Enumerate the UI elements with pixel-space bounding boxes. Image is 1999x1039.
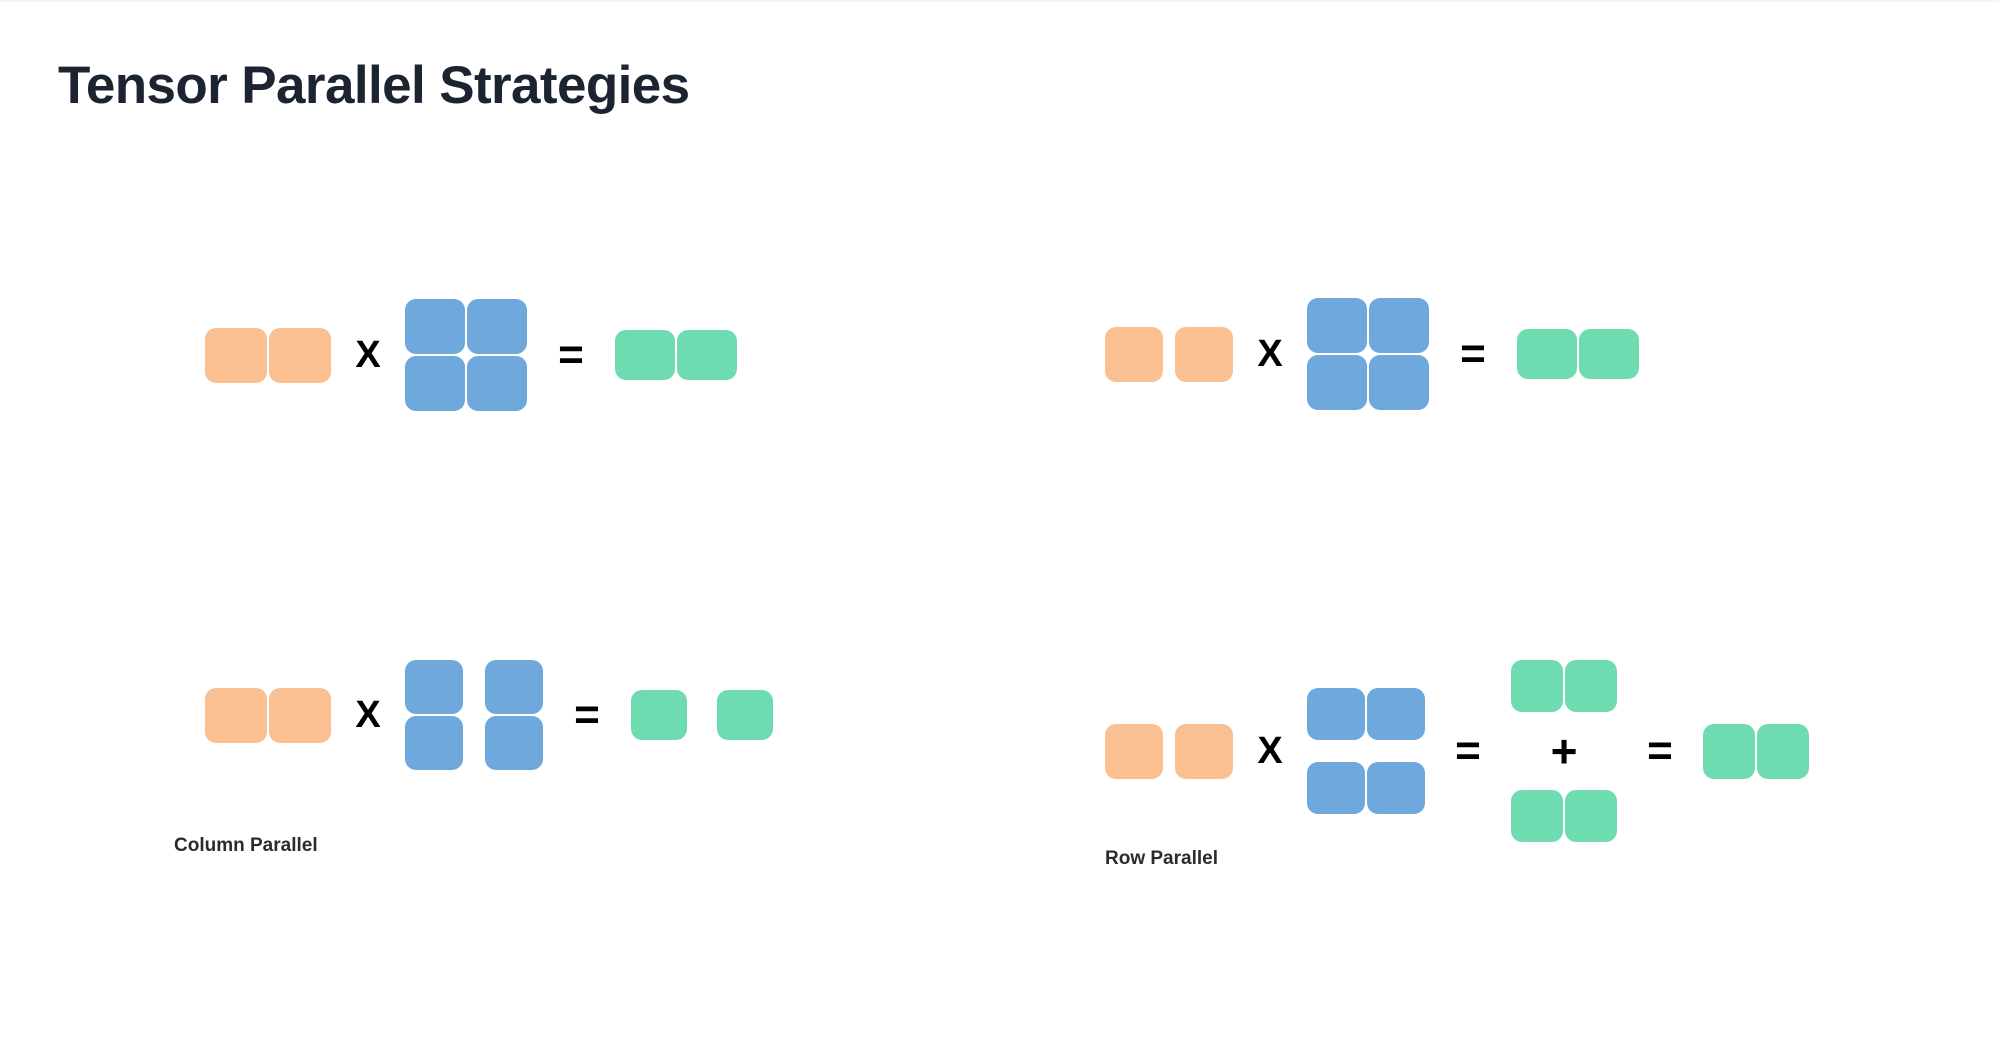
weight-cell (1307, 298, 1367, 353)
input-matrix-orange (205, 687, 331, 743)
weight-cell (1307, 355, 1367, 410)
equals-operator-final: = (1647, 726, 1673, 775)
weight-matrix-blue-row-split (1307, 688, 1425, 814)
multiply-operator: X (355, 334, 381, 376)
matrix-row (631, 690, 773, 740)
input-matrix-orange (205, 327, 331, 383)
equals-operator: = (1455, 726, 1481, 775)
output-cell (1517, 329, 1577, 379)
weight-cell (1367, 688, 1425, 740)
matrix-row (1307, 355, 1429, 410)
matrix-row (405, 716, 543, 770)
input-cell (269, 327, 331, 383)
input-cell-shard-0 (1105, 723, 1163, 779)
matrix-row (1105, 326, 1233, 382)
top-edge-divider (0, 0, 1999, 2)
partial-output-cell (1565, 790, 1617, 842)
partial-output-cell (1565, 660, 1617, 712)
matrix-row (1703, 723, 1809, 779)
weight-matrix-blue (405, 299, 527, 411)
input-cell-shard-1 (1175, 723, 1233, 779)
equals-operator: = (558, 330, 584, 379)
partial-output-matrix-1 (1511, 790, 1617, 842)
diagram-row-parallel-sharded: X = + = (1105, 660, 1809, 842)
multiply-operator: X (355, 694, 381, 736)
matrix-row-shard-1 (1307, 762, 1425, 814)
input-matrix-orange (1105, 326, 1233, 382)
caption-row-parallel: Row Parallel (1105, 848, 1218, 869)
equals-operator: = (574, 690, 600, 739)
partial-output-cell (1511, 660, 1563, 712)
matrix-row (405, 660, 543, 714)
input-cell (269, 687, 331, 743)
weight-cell (1369, 355, 1429, 410)
weight-cell (1307, 762, 1365, 814)
weight-cell (467, 299, 527, 354)
weight-cell-shard-0 (405, 716, 463, 770)
partial-outputs-sum: + (1511, 660, 1617, 842)
weight-cell (405, 299, 465, 354)
weight-cell-shard-0 (405, 660, 463, 714)
matrix-row (405, 299, 527, 354)
plus-operator: + (1550, 725, 1578, 777)
weight-matrix-blue (1307, 298, 1429, 410)
matrix-row (1307, 298, 1429, 353)
partial-output-matrix-0 (1511, 660, 1617, 712)
page-title: Tensor Parallel Strategies (58, 56, 690, 115)
output-matrix-green-column-split (631, 690, 773, 740)
output-matrix-green (1517, 329, 1639, 379)
output-cell (1579, 329, 1639, 379)
partial-output-cell (1511, 790, 1563, 842)
caption-column-parallel: Column Parallel (174, 835, 318, 856)
input-cell (205, 327, 267, 383)
diagram-column-parallel-sharded: X = (205, 660, 773, 770)
final-output-matrix-green (1703, 723, 1809, 779)
matrix-row (205, 687, 331, 743)
input-cell (1105, 326, 1163, 382)
weight-cell-shard-1 (485, 660, 543, 714)
equals-operator: = (1460, 329, 1486, 378)
weight-cell (405, 356, 465, 411)
weight-cell-shard-1 (485, 716, 543, 770)
weight-cell (467, 356, 527, 411)
output-matrix-green (615, 330, 737, 380)
matrix-row-shard-0 (1307, 688, 1425, 740)
output-cell (1703, 723, 1755, 779)
multiply-operator: X (1257, 730, 1283, 772)
weight-cell (1369, 298, 1429, 353)
input-matrix-orange-column-split (1105, 723, 1233, 779)
multiply-operator: X (1257, 333, 1283, 375)
matrix-row (615, 330, 737, 380)
output-cell-shard-0 (631, 690, 687, 740)
matrix-row (1511, 660, 1617, 712)
output-cell (615, 330, 675, 380)
matrix-row (205, 327, 331, 383)
matrix-row (1105, 723, 1233, 779)
input-cell (205, 687, 267, 743)
input-cell (1175, 326, 1233, 382)
diagram-column-parallel-full: X = (205, 299, 737, 411)
weight-cell (1307, 688, 1365, 740)
output-cell (1757, 723, 1809, 779)
matrix-row (405, 356, 527, 411)
matrix-row (1511, 790, 1617, 842)
output-cell (677, 330, 737, 380)
matrix-row (1517, 329, 1639, 379)
weight-matrix-blue-column-split (405, 660, 543, 770)
diagram-row-parallel-full: X = (1105, 298, 1639, 410)
output-cell-shard-1 (717, 690, 773, 740)
weight-cell (1367, 762, 1425, 814)
